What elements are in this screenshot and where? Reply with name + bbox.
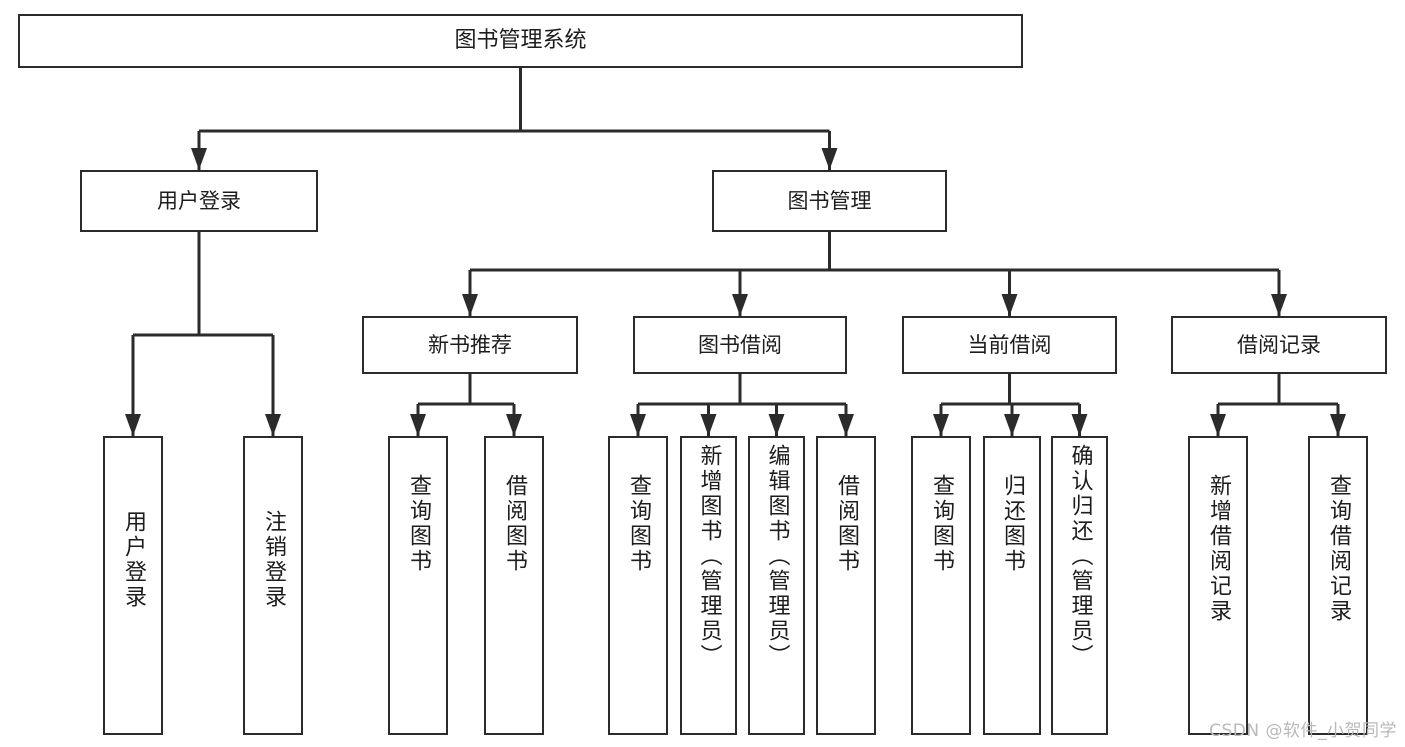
arrow-head-icon [506, 414, 522, 436]
node-label: 查询借阅记录 [1326, 474, 1351, 624]
node-newbook[interactable]: 新书推荐 [362, 316, 578, 374]
node-label: 归还图书 [1000, 474, 1025, 574]
arrow-head-icon [1271, 294, 1287, 316]
node-label: 用户登录 [121, 510, 146, 610]
arrow-head-icon [933, 414, 949, 436]
node-label: 查询图书 [406, 474, 431, 574]
node-l-qrec[interactable]: 查询借阅记录 [1308, 436, 1368, 735]
watermark-text: CSDN @软件_小贺同学 [1209, 721, 1397, 741]
node-label: 当前借阅 [967, 332, 1052, 357]
node-label: 编辑图书（管理员） [764, 444, 790, 669]
node-l-logout[interactable]: 注销登录 [243, 436, 303, 735]
node-label: 借阅图书 [834, 474, 859, 574]
arrow-head-icon [462, 294, 478, 316]
node-label: 借阅图书 [502, 474, 527, 574]
arrow-head-icon [191, 148, 207, 170]
node-l-q2[interactable]: 查询图书 [608, 436, 668, 735]
arrow-head-icon [838, 414, 854, 436]
arrow-head-icon [700, 414, 717, 436]
node-label: 图书管理 [787, 188, 872, 213]
node-records[interactable]: 借阅记录 [1171, 316, 1387, 374]
arrow-head-icon [265, 414, 281, 436]
node-label: 用户登录 [157, 188, 241, 213]
node-current[interactable]: 当前借阅 [902, 316, 1117, 374]
node-l-b1[interactable]: 借阅图书 [484, 436, 544, 735]
node-label: 图书借阅 [698, 332, 782, 357]
arrow-head-icon [630, 414, 646, 436]
arrow-head-icon [1210, 414, 1226, 436]
node-label: 确认归还（管理员） [1067, 444, 1093, 669]
node-l-addrec[interactable]: 新增借阅记录 [1188, 436, 1248, 735]
node-bookmgmt[interactable]: 图书管理 [712, 170, 947, 232]
node-label: 借阅记录 [1237, 332, 1321, 357]
node-login[interactable]: 用户登录 [80, 170, 318, 232]
arrow-head-icon [732, 294, 748, 316]
arrow-head-icon [768, 414, 785, 436]
node-label: 查询图书 [929, 474, 954, 574]
node-l-userlogin[interactable]: 用户登录 [103, 436, 163, 735]
arrow-head-icon [821, 148, 838, 170]
node-l-return[interactable]: 归还图书 [983, 436, 1041, 735]
node-root[interactable]: 图书管理系统 [18, 14, 1023, 68]
node-label: 新书推荐 [428, 332, 512, 357]
node-label: 图书管理系统 [454, 28, 587, 54]
arrow-head-icon [410, 414, 426, 436]
arrow-head-icon [125, 414, 141, 436]
node-l-q1[interactable]: 查询图书 [388, 436, 448, 735]
arrow-head-icon [1071, 414, 1088, 436]
node-label: 注销登录 [261, 510, 286, 610]
node-l-add[interactable]: 新增图书（管理员） [680, 436, 737, 735]
arrow-head-icon [1004, 414, 1020, 436]
arrow-head-icon [1001, 294, 1018, 316]
node-label: 新增图书（管理员） [696, 444, 722, 669]
node-label: 查询图书 [626, 474, 651, 574]
node-l-confirm[interactable]: 确认归还（管理员） [1051, 436, 1108, 735]
node-borrow[interactable]: 图书借阅 [633, 316, 847, 374]
arrow-head-icon [1330, 414, 1346, 436]
node-l-edit[interactable]: 编辑图书（管理员） [748, 436, 805, 735]
node-label: 新增借阅记录 [1206, 474, 1231, 624]
node-l-b2[interactable]: 借阅图书 [816, 436, 876, 735]
node-l-q3[interactable]: 查询图书 [911, 436, 971, 735]
